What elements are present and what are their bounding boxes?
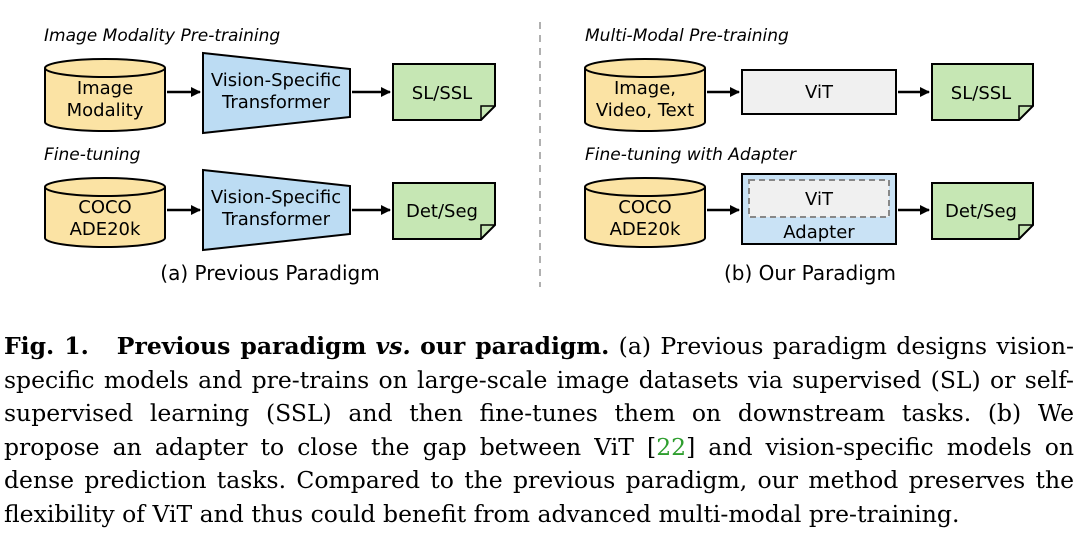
left-pretrain-transformer: Vision-Specific Transformer — [202, 51, 351, 135]
right-panel-caption: (b) Our Paradigm — [724, 261, 896, 285]
right-finetune-title: Fine-tuning with Adapter — [585, 145, 797, 165]
paradigm-figure: Image Modality Pre-training Image Modali… — [44, 22, 1034, 287]
left-pretrain-out-label: SL/SSL — [412, 83, 472, 104]
figure-caption: Fig. 1. Previous paradigm vs. our paradi… — [4, 330, 1074, 532]
caption-text-b: ] and vision-specific models on dense pr… — [4, 432, 1074, 528]
figure-label: Fig. 1. — [4, 332, 89, 360]
citation-link[interactable]: 22 — [656, 432, 687, 461]
right-finetune-adapter: ViT Adapter — [741, 173, 897, 245]
left-finetune-model-line2: Transformer — [221, 209, 331, 230]
caption-title-part1: Previous paradigm — [116, 332, 367, 360]
caption-title-vs: vs. — [375, 332, 411, 360]
left-pretrain-output: SL/SSL — [392, 63, 496, 121]
right-pretrain-vit: ViT — [741, 69, 897, 115]
left-finetune-transformer: Vision-Specific Transformer — [202, 168, 351, 252]
left-finetune-title: Fine-tuning — [44, 145, 141, 165]
left-finetune-output: Det/Seg — [392, 182, 496, 240]
left-pretrain-database: Image Modality — [44, 58, 166, 132]
right-pretrain-model-label: ViT — [805, 82, 834, 103]
left-finetune-database: COCO ADE20k — [44, 177, 166, 248]
right-pretrain-title: Multi-Modal Pre-training — [585, 26, 789, 46]
left-pretrain-db-line1: Image — [77, 78, 133, 99]
left-pretrain-title: Image Modality Pre-training — [44, 26, 280, 46]
right-pretrain-db-line2: Video, Text — [596, 100, 694, 121]
right-finetune-db-line2: ADE20k — [610, 219, 681, 240]
left-pretrain-model-line2: Transformer — [221, 92, 331, 113]
right-finetune-db-line1: COCO — [618, 197, 671, 218]
right-finetune-output: Det/Seg — [931, 182, 1034, 240]
caption-title-part2: our paradigm. — [420, 332, 610, 360]
right-pretrain-output: SL/SSL — [931, 63, 1034, 121]
right-finetune-out-label: Det/Seg — [945, 201, 1017, 222]
left-finetune-out-label: Det/Seg — [406, 201, 478, 222]
right-pretrain-database: Image, Video, Text — [584, 58, 706, 132]
right-pretrain-out-label: SL/SSL — [951, 83, 1011, 104]
right-finetune-vit-box — [748, 179, 890, 218]
right-finetune-database: COCO ADE20k — [584, 177, 706, 248]
caption-text-a: (a) Previous paradigm designs vision-spe… — [4, 332, 1074, 461]
left-panel-caption: (a) Previous Paradigm — [160, 261, 379, 285]
right-pretrain-db-line1: Image, — [614, 78, 676, 99]
right-finetune-vit-label: ViT — [805, 189, 834, 210]
left-pretrain-db-line2: Modality — [67, 100, 144, 121]
left-finetune-db-line1: COCO — [78, 197, 131, 218]
left-finetune-model-line1: Vision-Specific — [211, 187, 341, 208]
left-finetune-db-line2: ADE20k — [70, 219, 141, 240]
left-pretrain-model-line1: Vision-Specific — [211, 70, 341, 91]
right-finetune-adapter-label: Adapter — [783, 222, 855, 243]
